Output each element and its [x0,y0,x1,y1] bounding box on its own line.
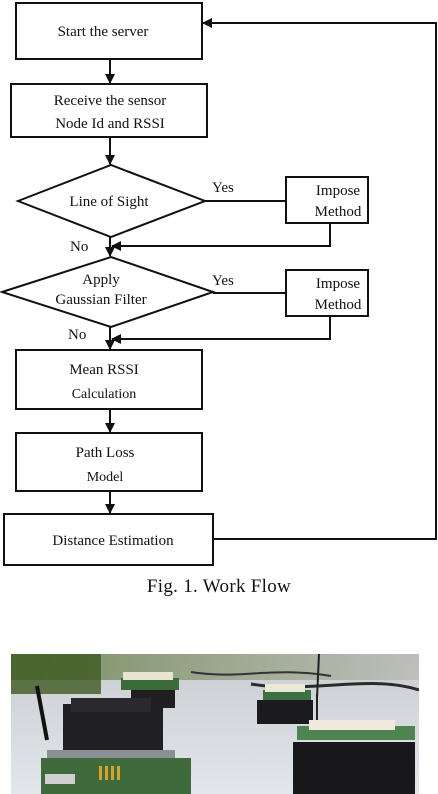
edge-impose2-return [111,316,331,344]
figure-caption: Fig. 1. Work Flow [146,576,292,597]
impose-method-2-label-2: Method [315,297,362,313]
impose-method-1-label-2: Method [315,204,362,220]
edge-loop-back [202,18,437,540]
mean-rssi-label-2: Calculation [72,387,137,402]
gauss-yes-label: Yes [212,273,234,289]
distance-estimation-label: Distance Estimation [52,533,174,549]
hardware-photo-illustration [11,654,419,794]
start-server-label: Start the server [58,24,149,40]
workflow-diagram: Start the server Receive the sensor Node… [0,2,437,566]
impose-method-2-label-1: Impose [316,276,361,292]
los-yes-label: Yes [212,180,234,196]
edge-impose1-return [111,223,331,251]
gaussian-filter-label-1: Apply [82,272,120,288]
path-loss-label-2: Model [87,470,124,485]
gauss-no-label: No [68,327,86,343]
los-no-label: No [70,239,88,255]
impose-method-1-label-1: Impose [316,183,361,199]
path-loss-label-1: Path Loss [76,445,135,461]
mean-rssi-label-1: Mean RSSI [69,362,139,378]
line-of-sight-label: Line of Sight [69,194,149,210]
sensor-hardware-photo [11,654,419,794]
receive-sensor-label-1: Receive the sensor [54,93,166,109]
gaussian-filter-label-2: Gaussian Filter [55,292,146,308]
receive-sensor-label-2: Node Id and RSSI [55,116,165,132]
